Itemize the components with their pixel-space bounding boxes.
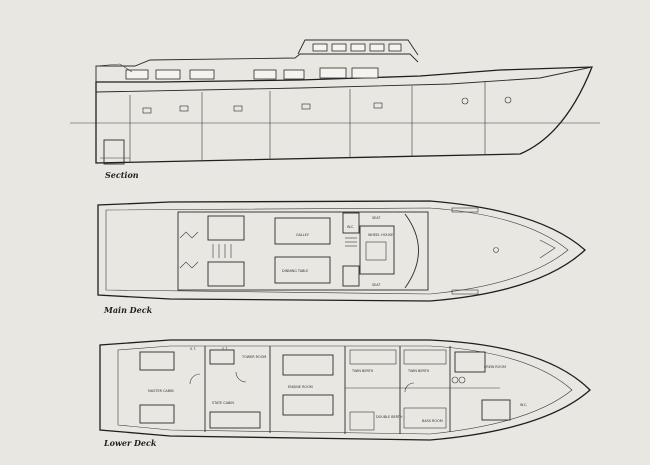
label-crew-room: CREW ROOM (484, 365, 506, 369)
label-master-cabin: MASTER CABIN (148, 389, 174, 393)
lower-deck-labels: S.T. S.T. TOWER ROOM ENGINE ROOM TWIN BE… (148, 347, 528, 423)
label-tower-room: TOWER ROOM (241, 355, 266, 359)
label-st-2: S.T. (222, 347, 228, 351)
lower-deck-drawing: S.T. S.T. TOWER ROOM ENGINE ROOM TWIN BE… (99, 339, 591, 448)
label-double-berth: DOUBLE BERTH (376, 415, 403, 419)
label-twin-berth-2: TWIN BERTH (407, 369, 430, 373)
lower-deck-caption: Lower Deck (103, 438, 157, 448)
section-drawing: Section (70, 39, 600, 180)
label-wc-lower: W.C. (520, 403, 528, 407)
main-deck-drawing: GALLEY W.C. WHEEL HOUSE SEAT SEAT DINNIN… (97, 200, 586, 315)
label-twin-berth-1: TWIN BERTH (351, 369, 374, 373)
label-dinning-table: DINNING TABLE (282, 269, 308, 273)
label-wheel-house: WHEEL HOUSE (368, 233, 393, 237)
label-engine-room: ENGINE ROOM (288, 385, 313, 389)
label-seat-top: SEAT (372, 216, 381, 220)
main-deck-labels: GALLEY W.C. WHEEL HOUSE SEAT SEAT DINNIN… (282, 216, 393, 287)
section-caption: Section (105, 170, 139, 180)
main-deck-caption: Main Deck (103, 305, 153, 315)
label-galley: GALLEY (296, 233, 310, 237)
label-state-cabin: STATE CABIN (212, 401, 234, 405)
label-seat-bottom: SEAT (372, 283, 381, 287)
label-wc: W.C. (347, 225, 355, 229)
label-st-1: S.T. (190, 347, 196, 351)
label-bass-room: BASS ROOM (422, 419, 443, 423)
